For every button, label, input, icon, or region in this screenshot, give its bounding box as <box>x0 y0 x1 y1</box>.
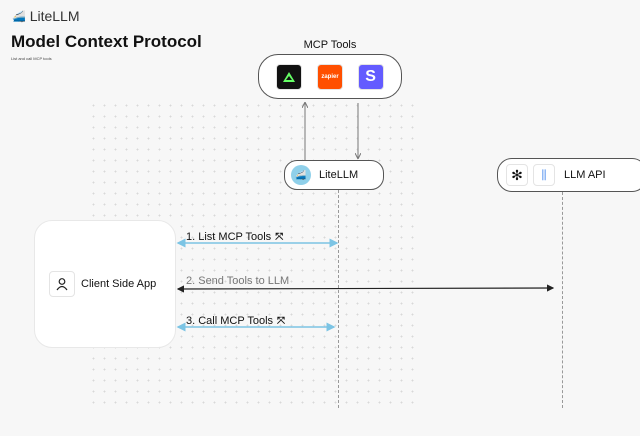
llm-api-node[interactable]: ✻ ⫼ LLM API <box>497 158 640 192</box>
step-1-label: 1. List MCP Tools ⤧ <box>186 231 284 243</box>
llama-index-logo-icon: ⫼ <box>533 164 555 186</box>
client-side-app-node[interactable]: Client Side App <box>34 220 176 348</box>
litellm-logo-icon: 🚄 <box>291 165 311 185</box>
litellm-lifeline <box>338 190 339 408</box>
tools-icon: ⤧ <box>277 315 286 327</box>
train-icon: 🚄 <box>12 10 26 23</box>
step-3-label: 3. Call MCP Tools ⤧ <box>186 315 286 327</box>
openai-logo-icon: ✻ <box>506 164 528 186</box>
arrow-send-tools <box>176 284 555 293</box>
litellm-node[interactable]: 🚄 LiteLLM <box>284 160 384 190</box>
arcade-logo-icon[interactable] <box>276 63 303 90</box>
tools-icon: ⤧ <box>275 231 284 243</box>
page-title: Model Context Protocol <box>11 32 202 51</box>
zapier-logo-icon[interactable]: zapier <box>316 63 343 90</box>
stripe-logo-icon[interactable]: S <box>357 63 384 90</box>
user-icon <box>49 271 75 297</box>
mcp-tools-box: zapier S <box>258 54 402 99</box>
brand-logo: 🚄 LiteLLM <box>12 8 80 24</box>
page-subtitle: List and call MCP tools <box>11 56 52 61</box>
step-2-label: 2. Send Tools to LLM <box>186 275 290 287</box>
llm-api-lifeline <box>562 192 563 408</box>
mcp-tools-label: MCP Tools <box>303 39 357 51</box>
